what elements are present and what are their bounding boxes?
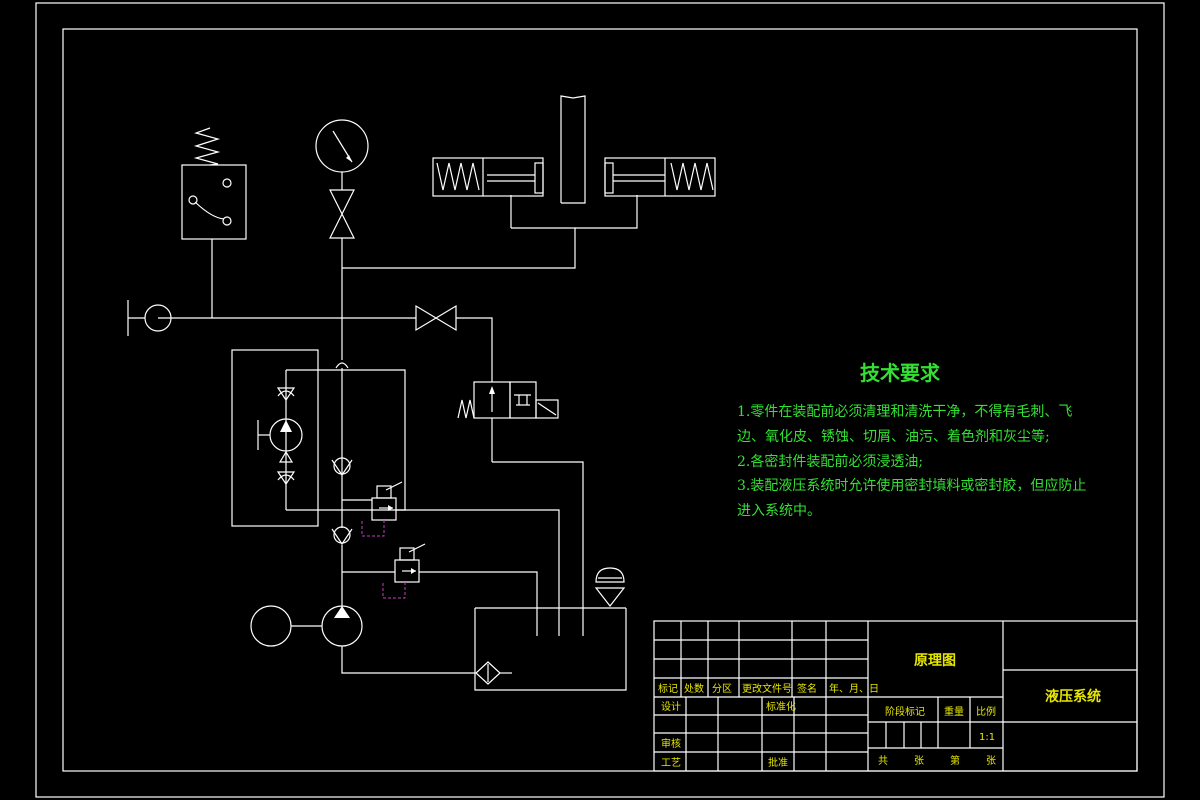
- outer-frame: [35, 2, 1165, 798]
- tech-req-line-1: 1.零件在装配前必须清理和清洗干净，不得有毛刺、飞: [737, 403, 1072, 420]
- role-process: 工艺: [661, 757, 681, 769]
- motor-pump-unit: [250, 605, 475, 674]
- scale-value: 1:1: [979, 732, 995, 743]
- shutoff-valve-symbol: [415, 304, 457, 332]
- inner-frame: [62, 28, 1138, 772]
- workpiece-symbol: [560, 95, 586, 204]
- right-clamp-cylinder: [604, 157, 716, 197]
- accumulator-symbol: [127, 300, 172, 336]
- rev-header-zone: 分区: [712, 683, 732, 695]
- role-review: 审核: [661, 737, 681, 750]
- rev-header-date: 年、月、日: [829, 682, 879, 695]
- oil-tank-symbol: [474, 607, 627, 691]
- page-label: 第: [950, 754, 960, 767]
- hydraulic-circuit: [127, 95, 716, 691]
- rev-header-sign: 签名: [797, 682, 817, 695]
- scale-label: 比例: [976, 705, 996, 718]
- rev-header-count: 处数: [684, 682, 704, 695]
- tech-req-line-4: 3.装配液压系统时允许使用密封填料或密封胶，但应防止: [737, 477, 1086, 494]
- relief-valve-lower: [342, 543, 538, 636]
- title-block: 标记 处数 分区 更改文件号 签名 年、月、日 设计 标准化 审核 工艺 批准 …: [653, 620, 1138, 772]
- total-label: 共: [878, 755, 888, 767]
- left-clamp-cylinder: [432, 157, 544, 197]
- rev-header-doc: 更改文件号: [742, 682, 792, 695]
- solenoid-directional-valve: [457, 381, 584, 636]
- air-breather-symbol: [594, 567, 626, 607]
- check-valve-upper: [331, 457, 353, 477]
- pressure-gauge-symbol: [315, 119, 369, 239]
- role-approve: 批准: [768, 756, 788, 769]
- sheet-label-2: 张: [986, 755, 996, 767]
- drawing-name: 原理图: [914, 653, 956, 669]
- part-name: 液压系统: [1045, 688, 1101, 705]
- hand-pump-assembly: [231, 349, 406, 527]
- relief-valve-upper: [342, 481, 560, 636]
- check-valve-lower: [331, 526, 353, 546]
- rev-header-mark: 标记: [658, 683, 678, 695]
- tech-req-title: 技术要求: [860, 361, 941, 385]
- stage-mark-label: 阶段标记: [885, 705, 925, 718]
- weight-label: 重量: [944, 705, 964, 718]
- technical-requirements: 技术要求 1.零件在装配前必须清理和清洗干净，不得有毛刺、飞 边、氧化皮、锈蚀、…: [737, 361, 1086, 519]
- tech-req-line-3: 2.各密封件装配前必须浸透油;: [737, 453, 923, 470]
- sheet-label: 张: [914, 755, 924, 767]
- role-design: 设计: [661, 700, 681, 713]
- pressure-switch-symbol: [181, 127, 247, 318]
- role-standard: 标准化: [766, 700, 796, 713]
- tech-req-line-5: 进入系统中。: [737, 503, 821, 519]
- tech-req-line-2: 边、氧化皮、锈蚀、切屑、油污、着色剂和灰尘等;: [737, 428, 1050, 445]
